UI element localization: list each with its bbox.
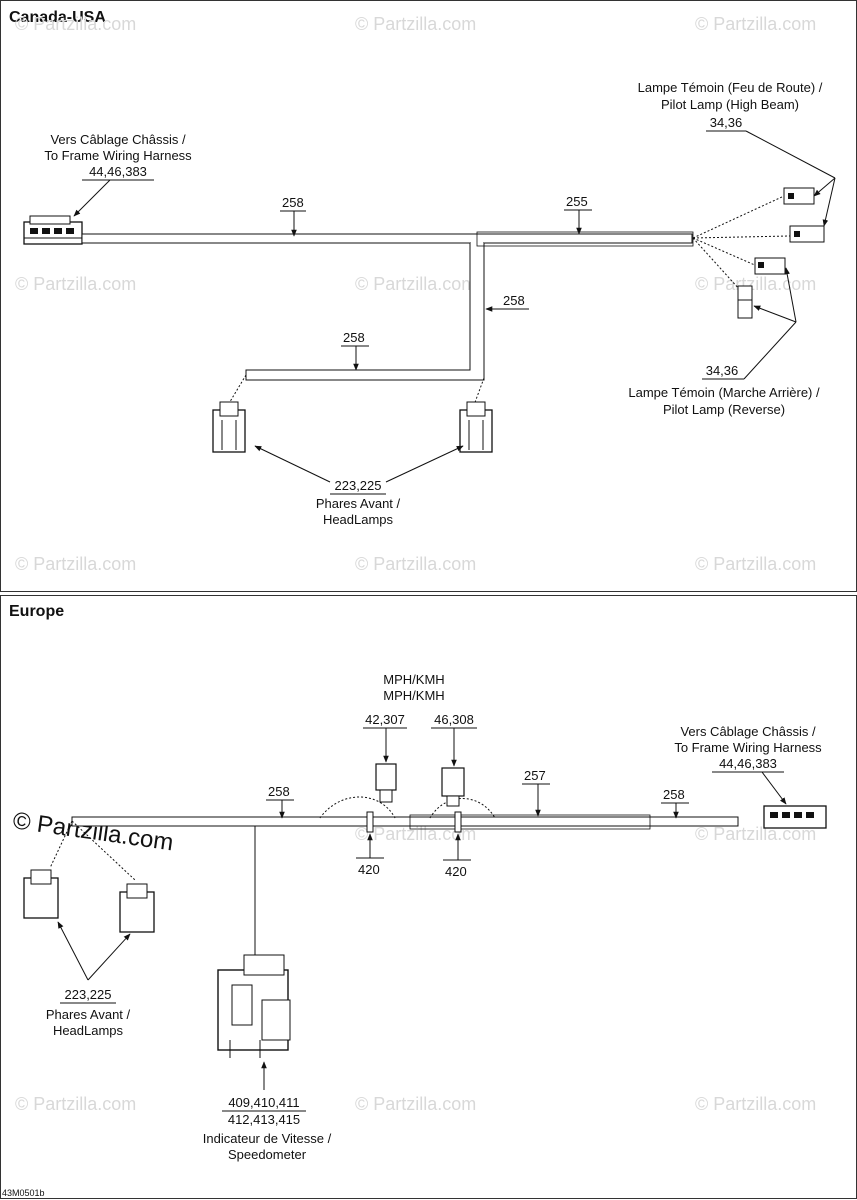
europe-wire-label-257: 257 <box>524 768 546 783</box>
europe-frame-harness-connector <box>763 805 827 829</box>
panel-title-europe: Europe <box>9 603 65 620</box>
watermark-4: © Partzilla.com <box>15 274 136 294</box>
europe-headlamps-label-fr: Phares Avant / <box>46 1007 131 1022</box>
watermarks: © Partzilla.com © Partzilla.com © Partzi… <box>11 14 816 1114</box>
headlamps-ref: 223,225 <box>335 478 382 493</box>
mph-connector-a <box>375 763 397 803</box>
frame-harness-connector <box>23 215 83 245</box>
vertical-branch-wire <box>245 243 485 381</box>
europe-headlamp-right <box>119 883 155 933</box>
watermark-6: © Partzilla.com <box>695 274 816 294</box>
frame-harness-label-fr: Vers Câblage Châssis / <box>50 132 186 147</box>
pilot-reverse-label-en: Pilot Lamp (Reverse) <box>663 402 785 417</box>
headlamps-label-en: HeadLamps <box>323 512 394 527</box>
frame-harness-ref: 44,46,383 <box>89 164 147 179</box>
watermark-8: © Partzilla.com <box>355 554 476 574</box>
europe-headlamps-ref: 223,225 <box>65 987 112 1002</box>
pilot-connector-high-2 <box>789 225 825 243</box>
europe-frame-harness-label-en: To Frame Wiring Harness <box>674 740 822 755</box>
watermark-7: © Partzilla.com <box>15 554 136 574</box>
mph-label-2: MPH/KMH <box>383 688 444 703</box>
europe-wire-label-258-right: 258 <box>663 787 685 802</box>
watermark-12: © Partzilla.com <box>15 1094 136 1114</box>
canada-usa-panel: Canada-USA <box>0 0 857 592</box>
speedometer-label-fr: Indicateur de Vitesse / <box>203 1131 332 1146</box>
mph-ref-a: 42,307 <box>365 712 405 727</box>
speedometer-label-en: Speedometer <box>228 1147 307 1162</box>
speedometer-ref-b: 412,413,415 <box>228 1112 300 1127</box>
mph-connector-b <box>441 767 465 807</box>
wire-label-258-main: 258 <box>282 195 304 210</box>
watermark-large: © Partzilla.com <box>11 807 175 856</box>
pilot-reverse-ref: 34,36 <box>706 363 739 378</box>
main-wire <box>81 233 693 244</box>
pilot-connector-reverse-1 <box>754 257 786 275</box>
mph-label-1: MPH/KMH <box>383 672 444 687</box>
clip-420-a <box>366 811 374 833</box>
wire-label-255: 255 <box>566 194 588 209</box>
pilot-connector-high-1 <box>783 187 815 205</box>
europe-harness: 258 257 258 420 420 MPH/KMH MPH/KMH 42,3… <box>23 672 827 1162</box>
canada-harness: 258 255 258 258 <box>23 80 836 527</box>
clip-label-420-b: 420 <box>445 864 467 879</box>
clip-label-420-a: 420 <box>358 862 380 877</box>
speedometer-connector <box>217 954 291 1058</box>
watermark-11: © Partzilla.com <box>695 824 816 844</box>
watermark-3: © Partzilla.com <box>695 14 816 34</box>
pilot-high-ref: 34,36 <box>710 115 743 130</box>
pilot-high-label-en: Pilot Lamp (High Beam) <box>661 97 799 112</box>
europe-main-wire <box>71 816 739 827</box>
clip-420-b <box>454 811 462 833</box>
speedometer-ref-a: 409,410,411 <box>228 1095 299 1110</box>
mph-ref-b: 46,308 <box>434 712 474 727</box>
europe-frame-harness-label-fr: Vers Câblage Châssis / <box>680 724 816 739</box>
watermark-13: © Partzilla.com <box>355 1094 476 1114</box>
drawing-code: 43M0501b <box>2 1188 45 1198</box>
europe-headlamp-left <box>23 869 59 919</box>
frame-harness-label-en: To Frame Wiring Harness <box>44 148 192 163</box>
panel-title-canada: Canada-USA <box>9 9 106 26</box>
watermark-5: © Partzilla.com <box>355 274 476 294</box>
europe-headlamps-label-en: HeadLamps <box>53 1023 124 1038</box>
headlamp-connector-right <box>459 401 493 453</box>
headlamps-label-fr: Phares Avant / <box>316 496 401 511</box>
watermark-1: © Partzilla.com <box>15 14 136 34</box>
watermark-14: © Partzilla.com <box>695 1094 816 1114</box>
headlamp-connector-left <box>212 401 246 453</box>
pilot-reverse-label-fr: Lampe Témoin (Marche Arrière) / <box>628 385 820 400</box>
europe-frame-harness-ref: 44,46,383 <box>719 756 777 771</box>
pilot-high-label-fr: Lampe Témoin (Feu de Route) / <box>638 80 823 95</box>
pilot-connector-reverse-2 <box>737 285 753 319</box>
wire-label-258-lower: 258 <box>343 330 365 345</box>
wire-label-258-vertical: 258 <box>503 293 525 308</box>
watermark-2: © Partzilla.com <box>355 14 476 34</box>
europe-wire-label-258-left: 258 <box>268 784 290 799</box>
watermark-9: © Partzilla.com <box>695 554 816 574</box>
